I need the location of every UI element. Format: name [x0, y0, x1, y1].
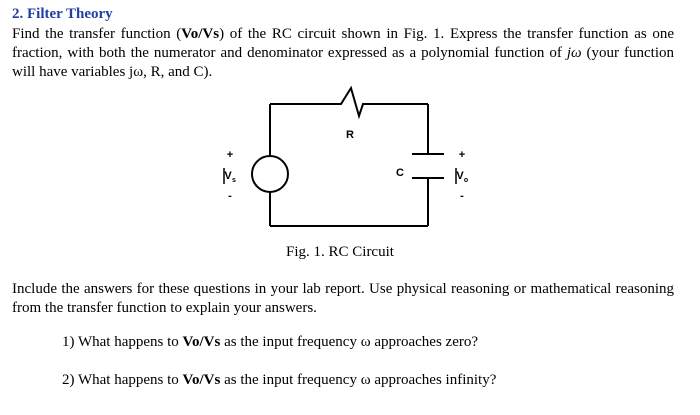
output-label: V	[456, 170, 464, 182]
resistor-label: R	[346, 129, 354, 141]
source-label: V	[224, 170, 232, 182]
question-2-ratio: Vo/Vs	[182, 372, 221, 388]
intro-text-1: Find the transfer function (	[12, 26, 182, 42]
output-subscript: o	[464, 177, 468, 184]
question-1-prefix: 1) What happens to	[62, 334, 183, 350]
section-title: 2. Filter Theory	[12, 6, 113, 22]
intro-jw: jω	[566, 45, 582, 61]
question-1-suffix: as the input frequency ω approaches zero…	[220, 334, 479, 350]
capacitor-label: C	[396, 167, 404, 179]
source-plus-sign: +	[227, 149, 233, 161]
output-minus-sign: -	[460, 190, 464, 202]
intro-text-3: (your function will have variables jω, R…	[12, 45, 674, 80]
output-plus-sign: +	[459, 149, 465, 161]
resistor-symbol	[333, 85, 428, 120]
question-2-prefix: 2) What happens to	[62, 372, 183, 388]
question-1: 1) What happens to Vo/Vs as the input fr…	[62, 334, 478, 351]
problem-statement: Find the transfer function (Vo/Vs) of th…	[12, 25, 674, 82]
question-1-ratio: Vo/Vs	[182, 334, 221, 350]
figure-caption: Fig. 1. RC Circuit	[286, 244, 394, 260]
rc-circuit-diagram: R C + V s - + V o -	[223, 85, 468, 227]
intro-vovs: Vo/Vs	[181, 26, 220, 42]
question-2: 2) What happens to Vo/Vs as the input fr…	[62, 372, 496, 389]
source-subscript: s	[232, 177, 236, 184]
intro-text-2: ) of the RC circuit shown in Fig. 1. Exp…	[12, 26, 675, 61]
question-2-suffix: as the input frequency ω approaches infi…	[220, 372, 497, 388]
source-minus-sign: -	[228, 190, 232, 202]
instructions-text: Include the answers for these questions …	[12, 281, 674, 316]
voltage-source-symbol	[251, 155, 289, 193]
